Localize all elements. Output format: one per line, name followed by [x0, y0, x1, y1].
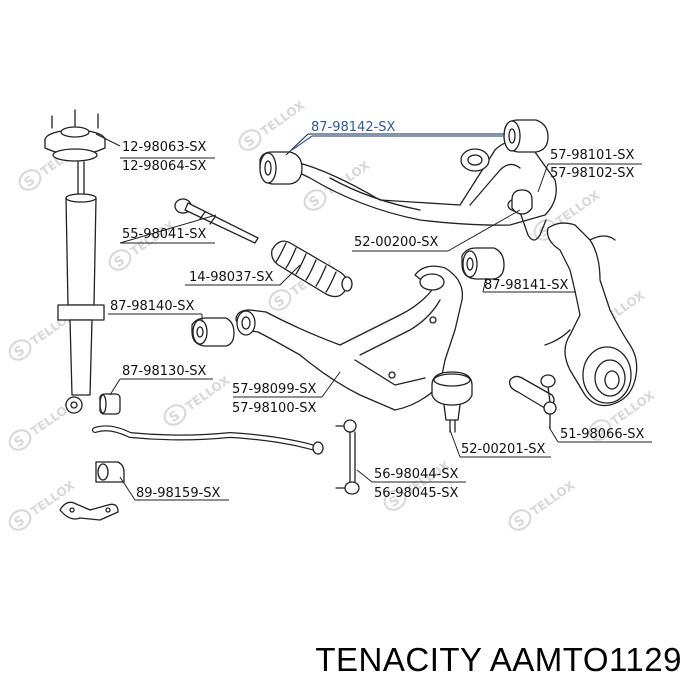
steering-boot — [271, 240, 353, 298]
label-52-00200[interactable]: 52-00200-SX — [354, 235, 439, 250]
label-87-98140[interactable]: 87-98140-SX — [110, 299, 195, 314]
upper-arm-bushing-left — [259, 151, 303, 185]
label-51-98066[interactable]: 51-98066-SX — [560, 427, 645, 442]
svg-text:TELLOX: TELLOX — [528, 478, 578, 519]
stabilizer-link — [335, 419, 360, 495]
highlight-leader — [291, 135, 505, 151]
svg-text:TELLOX: TELLOX — [258, 98, 308, 139]
label-57-98100[interactable]: 57-98100-SX — [232, 401, 317, 416]
tie-rod-end — [509, 374, 557, 429]
tie-rod — [174, 198, 259, 244]
strut-top-mount — [44, 109, 106, 162]
footer-part-number: TENACITY AAMTO1129 — [315, 641, 682, 678]
upper-arm-bushing-right — [503, 119, 549, 153]
leader-lines — [95, 133, 652, 501]
label-52-00201[interactable]: 52-00201-SX — [461, 442, 546, 457]
label-56-98045[interactable]: 56-98045-SX — [374, 486, 459, 501]
label-57-98101[interactable]: 57-98101-SX — [550, 148, 635, 163]
label-57-98099[interactable]: 57-98099-SX — [232, 382, 317, 397]
label-14-98037[interactable]: 14-98037-SX — [189, 270, 274, 285]
stabilizer-bar — [92, 425, 324, 455]
label-12-98063[interactable]: 12-98063-SX — [122, 140, 207, 155]
upper-ball-joint — [511, 189, 533, 215]
lower-control-arm — [235, 265, 464, 411]
label-55-98041[interactable]: 55-98041-SX — [122, 227, 207, 242]
bushing-87-98141 — [461, 247, 505, 280]
steering-knuckle — [544, 222, 638, 407]
label-57-98102[interactable]: 57-98102-SX — [550, 166, 635, 181]
shock-absorber — [57, 161, 105, 414]
svg-text:TELLOX: TELLOX — [553, 188, 603, 229]
label-87-98130[interactable]: 87-98130-SX — [122, 364, 207, 379]
label-12-98064[interactable]: 12-98064-SX — [122, 159, 207, 174]
label-56-98044[interactable]: 56-98044-SX — [374, 467, 459, 482]
label-89-98159[interactable]: 89-98159-SX — [136, 486, 221, 501]
bushing-87-98140 — [191, 317, 235, 347]
stabilizer-bushing — [59, 461, 125, 521]
label-87-98142[interactable]: 87-98142-SX — [311, 120, 396, 135]
lower-ball-joint — [431, 371, 473, 433]
bushing-87-98130 — [99, 393, 121, 415]
label-87-98141[interactable]: 87-98141-SX — [484, 278, 569, 293]
